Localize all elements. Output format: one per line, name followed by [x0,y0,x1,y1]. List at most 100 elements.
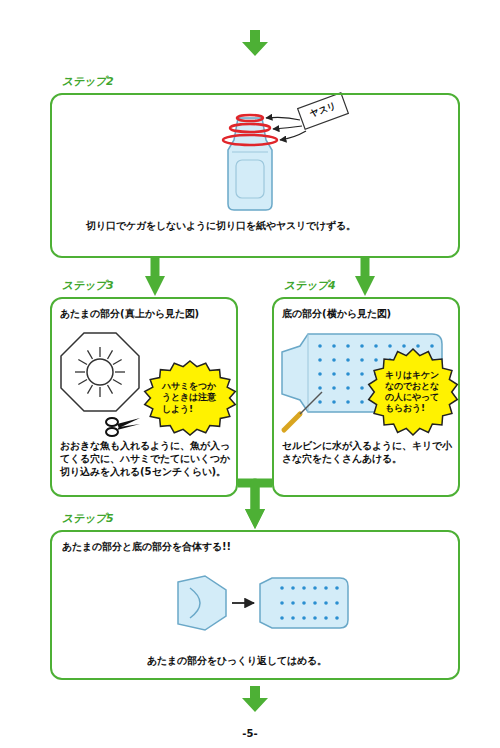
hole-dot [346,358,350,362]
caution-text: ハサミをつかうときは注意しよう! [162,381,218,415]
step-box: ステップ4底の部分(横から見た図)セルビンに水が入るように、キリで小さな穴をたく… [272,297,460,497]
insert-arrow [232,602,254,604]
hole-dot [318,400,322,404]
hole-dot [291,601,295,605]
burst-shape [369,349,458,435]
cut-line [88,385,93,394]
hole-dot [346,400,350,404]
flow-arrow [361,258,370,276]
cut-line [88,350,93,359]
cut-line [78,380,87,385]
step-box: ステップ3あたまの部分(真上から見た図)おおきな魚も入れるように、魚が入ってくる… [50,297,238,497]
instruction-text: セルビンに水が入るように、キリで小さな穴をたくさんあける。 [282,439,454,465]
burst-shape [145,361,236,435]
cut-line [99,387,100,397]
bottle-top-outline [61,333,139,411]
hole-dot [318,372,322,376]
cut-lines [75,347,125,397]
hole-dot [335,601,339,605]
hole-dot [280,586,284,590]
hole-dot [416,344,420,348]
bottle-panel [236,160,264,198]
bottle-line [308,334,309,412]
view-heading: あたまの部分と底の部分を合体する!! [62,540,442,553]
hole-dot [318,344,322,348]
head-part [178,576,226,630]
flow-arrow [242,686,268,712]
hole-dot [332,344,336,348]
pointer-arrow [273,126,302,129]
hole-dot [291,586,295,590]
cut-ring [237,115,263,121]
hole-dot [332,386,336,390]
view-heading: 底の部分(横から見た図) [282,307,454,320]
hole-dot [332,372,336,376]
hole-dot [402,344,406,348]
page-number: -5- [0,728,500,739]
cut-line [75,371,85,372]
hole-dot [313,586,317,590]
holes [280,586,339,620]
hole-dot [324,616,328,620]
instruction-text: あたまの部分をひっくり返してはめる。 [147,654,447,667]
hole-dot [318,358,322,362]
sandpaper [298,93,349,129]
cut-ring [230,124,270,132]
hole-dot [291,616,295,620]
hole-dot [346,386,350,390]
view-heading: あたまの部分(真上から見た図) [60,307,232,320]
cut-line [113,360,122,365]
callout-burst: キリはキケンなのでおとなの人にやってもらおう! [366,347,460,437]
hole-dot [302,586,306,590]
instruction-text: おおきな魚も入れるように、魚が入ってくる穴に、ハサミでたてにいくつか切り込みを入… [60,439,232,478]
pointer-arrow [280,131,306,140]
assembly-illustration [178,576,348,630]
bottle [228,118,272,210]
hole-dot [280,616,284,620]
pointer-arrow [266,117,300,120]
hole-dot [302,601,306,605]
hole-dot [388,344,392,348]
mouth-hole [87,359,113,385]
awl-handle [284,414,300,430]
hole-dot [335,586,339,590]
hole-dot [360,372,364,376]
cut-line [78,360,87,365]
hole-dot [280,601,284,605]
awl [284,392,322,430]
hole-dot [360,344,364,348]
hole-dot [313,601,317,605]
hole-dot [335,616,339,620]
head-mouth [190,588,200,618]
hole-dot [313,616,317,620]
scissors [106,418,140,436]
bottom-part [260,578,348,628]
step-label: ステップ2 [62,75,114,89]
hole-dot [346,372,350,376]
flow-arrow [151,258,160,276]
step-label: ステップ4 [284,279,336,293]
hole-dot [324,586,328,590]
step-label: ステップ3 [62,279,114,293]
scissor-blade [117,424,140,430]
step-box: ステップ2切り口でケガをしないように切り口を紙やヤスリでけずる。 [50,93,460,258]
hole-dot [430,344,434,348]
hole-dot [324,601,328,605]
bottle-line [232,152,268,153]
cut-line [115,371,125,372]
flow-arrow [255,483,272,509]
hole-dot [318,386,322,390]
hole-dot [332,400,336,404]
bottle-illustration [223,93,348,210]
callout-burst: ハサミをつかうときは注意しよう! [142,359,238,437]
caution-text: キリはキケンなのでおとなの人にやってもらおう! [385,370,441,415]
instruction-text: 切り口でケガをしないように切り口を紙やヤスリでけずる。 [86,219,446,232]
hole-dot [360,358,364,362]
flow-arrow [242,30,268,56]
hole-dot [332,358,336,362]
step-box: ステップ5あたまの部分と底の部分を合体する!!あたまの部分をひっくり返してはめる… [50,530,460,680]
awl-needle [300,392,322,414]
hole-dot [360,400,364,404]
